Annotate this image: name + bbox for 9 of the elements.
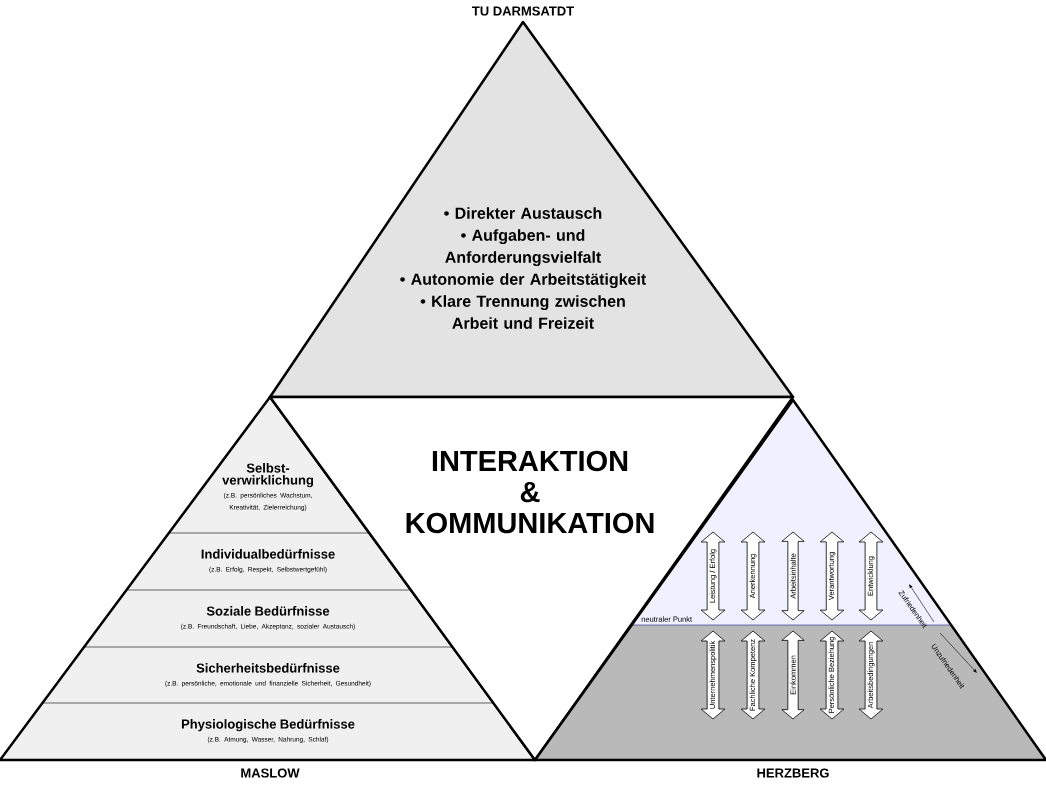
node-label: • Klare Trennung zwischen Arbeit und Freizeit [420, 295, 625, 329]
node-label: • Direkter Austausch [444, 207, 602, 219]
heading: TU DARMSATDT [472, 6, 574, 16]
heading: HERZBERG [757, 768, 829, 778]
node-label: • Autonomie der Arbeitstätigkeit [400, 273, 647, 289]
heading: INTERAKTION & KOMMUNIKATION [406, 450, 654, 534]
heading: MASLOW [241, 768, 300, 778]
node-label: • Aufgaben- und Anforderungsvielfalt [445, 229, 602, 267]
bullet-list: • Direkter Austausch • Aufgaben- und Anforderungsvielfalt • Autonomie der Arbeitstätigkeit • Klare Trennung zwischen Arbeit und Freizeit [400, 207, 647, 329]
